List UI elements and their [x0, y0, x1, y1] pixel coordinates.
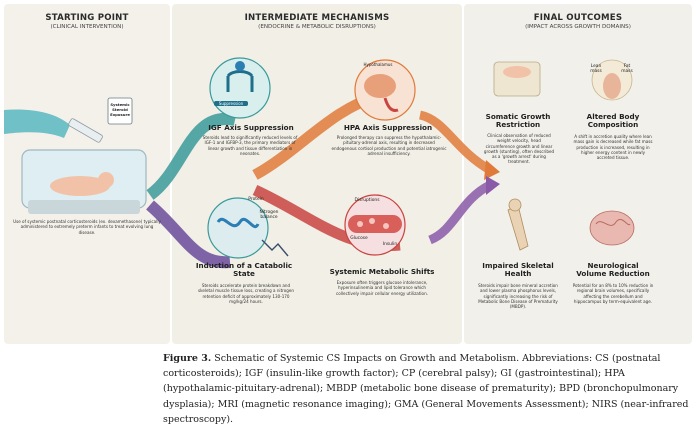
- skeletal-text: Steroids impair bone mineral accretion a…: [478, 283, 558, 310]
- arrowhead-orange: [484, 160, 500, 180]
- glucose-label: Glucose: [350, 236, 368, 241]
- starting-point-title: STARTING POINT: [45, 13, 129, 23]
- orange-outcome-arrow: [418, 110, 493, 174]
- suppression-badge: Suppression: [214, 101, 248, 106]
- body-composition-text: A shift in accretion quality where lean …: [573, 134, 653, 161]
- incubator-base: [28, 200, 140, 214]
- lean-mass-label: Lean mass: [590, 64, 602, 74]
- body-composition-title: Altered Body Composition: [586, 112, 640, 130]
- purple-outcome-arrow: [428, 180, 493, 245]
- hpa-text: Prolonged therapy can suppress the hypot…: [331, 135, 447, 156]
- somatic-text: Clinical observation of reduced weight v…: [483, 133, 555, 165]
- bone-icon: [507, 204, 529, 251]
- metabolic-title: Systemic Metabolic Shifts: [329, 267, 435, 276]
- nitrogen-chart-icon: [261, 239, 289, 257]
- hypothalamus-label: Hypothalamus: [363, 62, 393, 67]
- igf-text: Steroids lead to significantly reduced l…: [202, 135, 298, 156]
- caption-label: Figure 3.: [163, 353, 212, 364]
- figure-caption: Figure 3. Schematic of Systemic CS Impac…: [163, 351, 693, 427]
- gloved-hand-icon: [4, 109, 70, 138]
- caption-text: Schematic of Systemic CS Impacts on Grow…: [163, 353, 689, 425]
- purple-ribbon-arrow: [146, 200, 231, 269]
- start-description: Use of systemic postnatal corticosteroid…: [13, 219, 161, 235]
- catabolic-text: Steroids accelerate protein breakdown an…: [197, 283, 294, 304]
- flow-arrows-artwork: [4, 57, 635, 269]
- syringe-icon: [68, 118, 103, 143]
- igf-title: IGF Axis Suppression: [208, 123, 294, 132]
- schematic-figure: STARTING POINT (CLINICAL INTERVENTION) I…: [4, 4, 692, 344]
- teal-ribbon-arrow: [146, 112, 237, 200]
- disruptions-label: Disruptions: [354, 198, 380, 203]
- neuro-title: Neurological Volume Reduction: [576, 261, 650, 279]
- final-outcomes-subtitle: (IMPACT ACROSS GROWTH DOMAINS): [525, 24, 631, 30]
- protein-icon: [207, 197, 269, 259]
- arrowhead-purple: [486, 176, 500, 195]
- starting-point-subtitle: (CLINICAL INTERVENTION): [50, 24, 124, 30]
- infant-head-icon: [98, 172, 114, 188]
- final-outcomes-panel: [464, 4, 692, 344]
- final-outcomes-title: FINAL OUTCOMES: [533, 13, 623, 23]
- infant-icon: [50, 176, 110, 196]
- metabolic-text: Exposure often triggers glucose intolera…: [336, 280, 428, 296]
- intermediate-mechanisms-panel: [172, 4, 462, 344]
- somatic-title: Somatic Growth Restriction: [485, 112, 551, 130]
- intermediate-subtitle: (ENDOCRINE & METABOLIC DISRUPTIONS): [258, 24, 376, 30]
- intermediate-title: INTERMEDIATE MECHANISMS: [244, 13, 390, 23]
- catabolic-title: Induction of a Catabolic State: [195, 261, 293, 279]
- nitrogen-label: Nitrogen balance: [259, 210, 279, 220]
- skeletal-title: Impaired Skeletal Health: [482, 261, 554, 279]
- hpa-title: HPA Axis Suppression: [343, 123, 433, 132]
- brain-icon: [589, 210, 635, 246]
- fat-mass-label: Fat mass: [621, 64, 633, 74]
- neuro-text: Potential for an 8% to 10% reduction in …: [572, 283, 654, 304]
- protein-label: Protein: [248, 197, 264, 202]
- insulin-label: Insulin: [382, 242, 398, 247]
- steroid-vial-icon: [107, 97, 133, 125]
- syringe-label: Systemic Steroid Exposure: [110, 102, 130, 117]
